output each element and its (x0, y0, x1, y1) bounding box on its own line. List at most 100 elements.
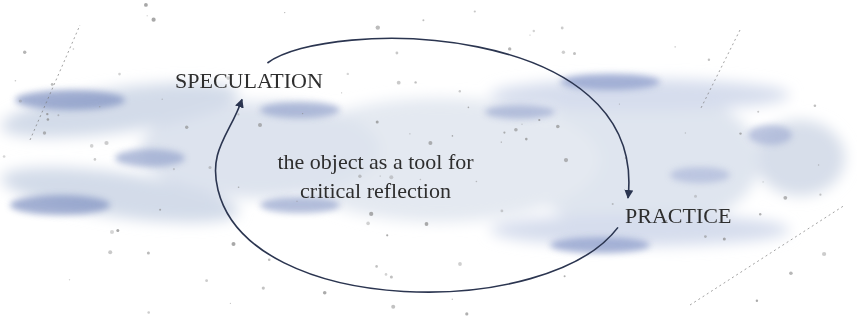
star-dot (19, 99, 22, 102)
star-dot (347, 73, 349, 75)
star-dot (358, 175, 361, 178)
text-node: SPECULATION (172, 66, 326, 96)
star-dot (99, 106, 101, 108)
star-dot (152, 18, 156, 22)
star-dot (468, 107, 470, 109)
star-dot (73, 48, 75, 50)
star-dot (108, 250, 112, 254)
star-dot (90, 144, 94, 148)
star-dot (561, 27, 564, 30)
star-dot (47, 118, 50, 121)
star-dot (529, 34, 530, 35)
star-dot (262, 287, 265, 290)
star-dot (521, 124, 522, 125)
star-dot (759, 213, 761, 215)
star-dot (366, 222, 370, 226)
star-dot (376, 25, 380, 29)
star-dot (822, 252, 826, 256)
star-dot (533, 30, 535, 32)
body-figure (0, 72, 845, 246)
star-dot (380, 175, 381, 176)
star-dot (185, 126, 188, 129)
star-dot (232, 242, 236, 246)
star-dot (757, 111, 759, 113)
star-dot (685, 132, 686, 133)
star-dot (465, 312, 468, 315)
star-dot (459, 90, 461, 92)
star-dot (386, 234, 388, 236)
star-dot (268, 258, 271, 261)
star-dot (23, 51, 26, 54)
star-dot (104, 141, 108, 145)
star-dot (514, 128, 518, 132)
star-dot (422, 19, 424, 21)
star-dot (238, 186, 240, 188)
star-dot (296, 201, 297, 202)
center-label: the object as a tool for critical reflec… (268, 148, 483, 205)
star-dot (573, 52, 576, 55)
star-dot (118, 73, 121, 76)
star-dot (612, 203, 614, 205)
star-dot (341, 92, 342, 93)
star-dot (375, 265, 378, 268)
star-dot (162, 99, 163, 100)
star-dot (425, 222, 429, 226)
star-dot (409, 133, 410, 134)
star-dot (414, 81, 416, 83)
constellation-lines (30, 25, 845, 305)
node-text: SPECULATION (175, 68, 323, 94)
star-dot (538, 119, 540, 121)
star-dot (762, 181, 763, 182)
star-dot (397, 81, 401, 85)
star-dot (674, 46, 676, 48)
star-dot (474, 10, 476, 12)
cycle-arrow (215, 99, 618, 292)
star-dot (3, 155, 6, 158)
text-node: PRACTICE (622, 201, 734, 231)
star-dot (147, 15, 148, 16)
star-dot (458, 262, 462, 266)
star-dot (390, 276, 393, 279)
star-dot (789, 272, 793, 276)
star-dot (94, 158, 97, 161)
star-dot (501, 141, 502, 142)
star-dot (230, 303, 231, 304)
star-dot (739, 132, 741, 134)
star-dot (818, 164, 819, 165)
star-dot (110, 230, 114, 234)
star-dot (391, 305, 395, 309)
star-dot (452, 299, 453, 300)
star-dot (694, 195, 697, 198)
star-dot (501, 210, 504, 213)
star-dot (564, 158, 568, 162)
star-dot (15, 80, 17, 82)
star-dot (508, 47, 511, 50)
star-dot (237, 113, 239, 115)
star-dot (173, 168, 175, 170)
star-dot (205, 279, 208, 282)
star-dot (144, 3, 148, 7)
star-dot (783, 196, 787, 200)
star-dot (452, 135, 454, 137)
figure-shading (10, 74, 792, 253)
star-dot (503, 132, 505, 134)
star-dot (708, 59, 710, 61)
star-dot (704, 235, 707, 238)
star-dot (723, 238, 726, 241)
star-dot (258, 123, 262, 127)
star-dot (376, 121, 379, 124)
star-dot (819, 194, 821, 196)
star-dot (369, 212, 373, 216)
star-dot (385, 273, 388, 276)
star-dot (159, 209, 161, 211)
cycle-arrow (267, 38, 628, 198)
node-text: PRACTICE (625, 203, 731, 229)
star-dot (147, 311, 150, 314)
star-dot (556, 125, 560, 129)
star-dot (302, 113, 303, 114)
star-dots (3, 3, 826, 316)
star-dot (525, 138, 528, 141)
star-dot (428, 141, 432, 145)
star-dot (57, 114, 59, 116)
star-dot (209, 166, 212, 169)
